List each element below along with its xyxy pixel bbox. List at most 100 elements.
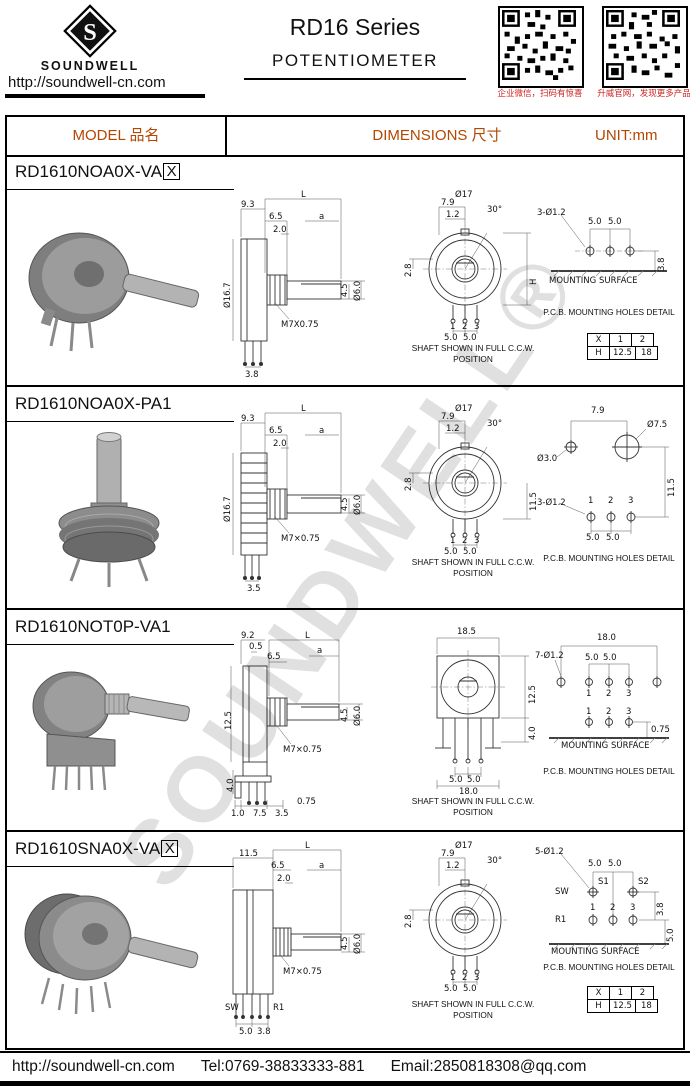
dim-label: Ø16.7: [223, 282, 233, 308]
spec-table-cell: 12.5: [609, 346, 636, 360]
dim-label: 2: [462, 973, 468, 983]
dim-label: 5.0: [467, 775, 481, 785]
dim-label: 1: [586, 707, 592, 717]
table-header: MODEL 品名 DIMENSIONS 尺寸 UNIT:mm: [7, 117, 683, 157]
soundwell-logo-icon: S: [63, 4, 117, 58]
qr-code-wechat: [498, 6, 584, 88]
dim-label: 18.5: [457, 627, 476, 637]
dim-label: 30°: [487, 419, 503, 429]
product-photo: [19, 423, 214, 595]
product-photo: [19, 203, 214, 375]
dim-label: a: [319, 426, 325, 436]
spec-table-cell: H: [587, 999, 610, 1013]
dim-label: 6.5: [267, 652, 281, 662]
dim-label: 18.0: [597, 633, 616, 643]
model-text: RD1610NOA0X-VA: [15, 162, 163, 181]
page-footer: http://soundwell-cn.com Tel:0769-3883333…: [0, 1051, 690, 1086]
dim-label: 5.0: [239, 1027, 253, 1037]
dim-label: 5.0: [588, 859, 602, 869]
dim-label: 3: [630, 903, 636, 913]
logo-text: SOUNDWELL: [40, 59, 140, 73]
svg-text:S: S: [83, 19, 97, 46]
dim-label: S2: [638, 877, 649, 887]
dim-label: 4.5: [340, 497, 350, 511]
dim-label: 2: [606, 689, 612, 699]
dim-label: 5.0: [585, 653, 599, 663]
dim-label: 30°: [487, 856, 503, 866]
dim-label: 11.5: [667, 478, 677, 497]
dim-label: 5.0: [666, 928, 676, 942]
dim-label: SW: [555, 887, 569, 897]
product-photo: [19, 864, 214, 1036]
dim-label: 18.0: [459, 787, 478, 797]
footer-email: Email:2850818308@qq.com: [390, 1058, 587, 1075]
dim-label: 7.5: [253, 809, 267, 819]
dim-label: 4.5: [340, 936, 350, 950]
dim-label: 2.8: [404, 477, 414, 491]
dim-label: 5.0: [608, 217, 622, 227]
dim-label: 3-Ø1.2: [537, 498, 566, 508]
dim-label: 7.9: [441, 198, 455, 208]
spec-table-cell: 12.5: [609, 999, 636, 1013]
dim-label: R1: [273, 1003, 285, 1013]
model-text: RD1610NOA0X-PA1: [15, 394, 172, 413]
dim-label: 2: [608, 496, 614, 506]
dim-label: 4.5: [340, 283, 350, 297]
dim-label: 2.0: [273, 439, 287, 449]
model-boxed-char: X: [161, 840, 179, 857]
col-header-unit: UNIT:mm: [595, 127, 658, 144]
col-header-model: MODEL 品名: [72, 127, 160, 144]
dim-label: 6.5: [269, 212, 283, 222]
dim-label: 11.5: [239, 849, 258, 859]
header-divider-bar: [5, 94, 205, 98]
model-name: RD1610NOA0X-PA1: [7, 387, 234, 422]
series-title: RD16 Series: [289, 14, 421, 40]
front-view-drawing: SHAFT SHOWN IN FULL C.C.W. POSITION 18.5…: [403, 627, 543, 830]
dim-label: Ø16.7: [223, 496, 233, 522]
dim-label: 5.0: [463, 984, 477, 994]
dim-label: 1.2: [446, 424, 460, 434]
dim-label: a: [319, 861, 325, 871]
spec-table: MODEL 品名 DIMENSIONS 尺寸 UNIT:mm RD1610NOA…: [5, 115, 685, 1050]
shaft-position-note: SHAFT SHOWN IN FULL C.C.W. POSITION: [411, 557, 535, 578]
qr-right-caption: 升威官网，发现更多产品: [597, 88, 690, 98]
dim-label: 9.3: [241, 200, 255, 210]
model-text: RD1610NOT0P-VA1: [15, 617, 171, 636]
spec-table-cell: 1: [609, 333, 632, 347]
company-logo: S SOUNDWELL: [20, 4, 160, 73]
dim-label: Ø17: [455, 841, 473, 851]
dim-label: 1: [450, 322, 456, 332]
dim-label: 3.8: [257, 1027, 271, 1037]
dim-label: L: [305, 841, 310, 851]
dim-label: 5.0: [463, 333, 477, 343]
model-row: RD1610NOA0X-PA1: [7, 387, 683, 610]
dim-label: 1.0: [231, 809, 245, 819]
dim-label: a: [317, 646, 323, 656]
dim-label: 9.2: [241, 631, 255, 641]
dim-label: 0.5: [249, 642, 263, 652]
dim-label: MOUNTING SURFACE: [551, 947, 640, 957]
dim-label: 5.0: [586, 533, 600, 543]
model-boxed-char: X: [163, 163, 181, 180]
dim-label: 2: [610, 903, 616, 913]
dim-label: 2.0: [273, 225, 287, 235]
product-photo: [19, 644, 214, 816]
dim-label: Ø6.0: [353, 705, 363, 726]
dim-label: 7.9: [591, 406, 605, 416]
dim-label: 1.2: [446, 210, 460, 220]
dim-label: L: [305, 631, 310, 641]
dim-label: 1.2: [446, 861, 460, 871]
dim-label: Ø3.0: [537, 454, 558, 464]
dim-label: 3: [626, 707, 632, 717]
dim-label: L: [301, 190, 306, 200]
dim-label: 5.0: [608, 859, 622, 869]
pcb-note: P.C.B. MOUNTING HOLES DETAIL: [543, 553, 675, 563]
dim-label: 0.75: [651, 725, 670, 735]
dim-label: 6.5: [269, 426, 283, 436]
dim-label: 3: [474, 973, 480, 983]
